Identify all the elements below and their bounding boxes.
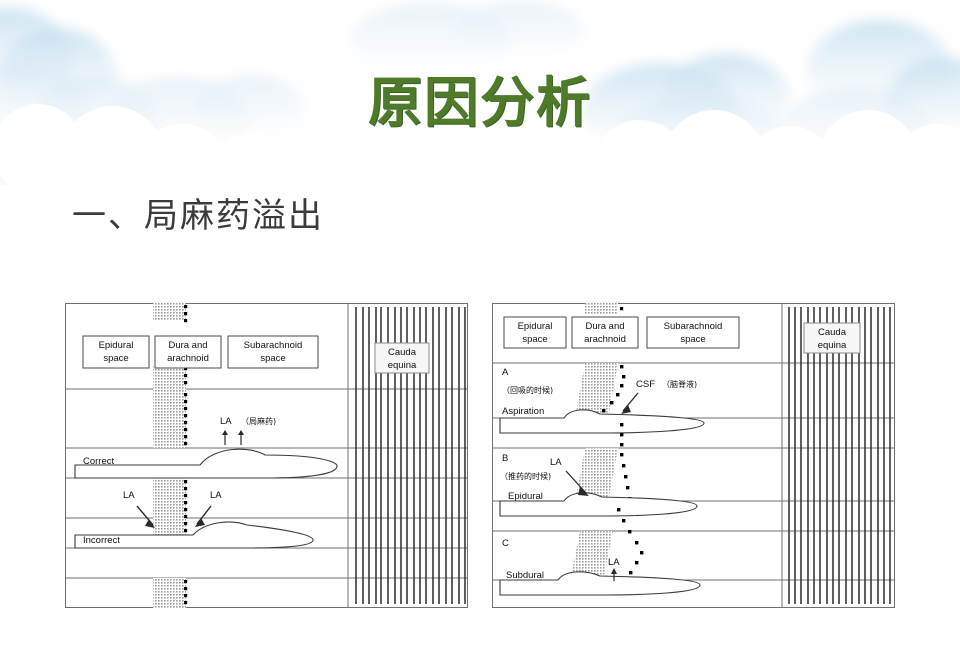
subarachnoid-label-line1: Subarachnoid — [244, 340, 303, 351]
row-c-label: Subdural — [506, 570, 544, 581]
dura-dotted-line-left — [184, 305, 188, 605]
right-region-label-boxes: Epidural space Dura and arachnoid Subara… — [503, 316, 861, 354]
la-label-incorrect-left: LA — [123, 490, 135, 501]
subarachnoid-space-box — [227, 335, 319, 369]
dura-band-a — [575, 363, 618, 418]
cauda-label-line2-right: equina — [818, 340, 847, 351]
row-b-note-cn: （推药的时候) — [500, 471, 551, 481]
row-c-subdural: C Subdural LA — [499, 508, 701, 596]
la-pointer-arrow-b — [565, 470, 589, 496]
left-region-label-boxes: Epidural space Dura and arachnoid Subara… — [82, 335, 430, 374]
la-arrow-c — [611, 568, 617, 581]
la-arrow-incorrect-right — [195, 505, 212, 527]
incorrect-row-label: Incorrect — [83, 535, 120, 546]
cauda-label-line1: Cauda — [388, 347, 417, 358]
epidural-space-box — [82, 335, 150, 369]
epidural-label-line2: space — [103, 353, 128, 364]
row-incorrect: LA LA Incorrect — [74, 490, 314, 549]
row-b-epidural: B （推药的时候) Epidural LA — [499, 423, 698, 517]
dura-arachnoid-box-right — [571, 316, 639, 349]
catheter-incorrect — [74, 521, 314, 549]
dura-band-c — [570, 531, 613, 580]
diagram-right-panel: Epidural space Dura and arachnoid Subara… — [492, 303, 895, 608]
epidural-label-line2-right: space — [522, 334, 547, 345]
row-b-label: Epidural — [508, 491, 543, 502]
cauda-label-line1-right: Cauda — [818, 327, 847, 338]
csf-label: CSF — [636, 379, 655, 390]
row-a-letter: A — [502, 367, 509, 378]
row-a-note-cn: （回吸的时候) — [502, 385, 553, 395]
dura-label-line1-right: Dura and — [585, 321, 624, 332]
page-title: 原因分析 — [368, 73, 592, 133]
dura-band-b — [575, 448, 618, 501]
catheter-a — [499, 409, 705, 434]
la-label-c: LA — [608, 557, 620, 568]
epidural-space-box-right — [503, 316, 567, 349]
subarachnoid-label-line1-right: Subarachnoid — [664, 321, 723, 332]
catheter-correct — [74, 448, 338, 479]
dura-label-line2: arachnoid — [167, 353, 209, 364]
row-correct: LA （局麻药) Correct — [74, 416, 338, 479]
cauda-label-line2: equina — [388, 360, 417, 371]
dura-arachnoid-box — [154, 335, 222, 369]
csf-pointer-arrow — [621, 392, 639, 414]
epidural-label-line1: Epidural — [99, 340, 134, 351]
cauda-equina-stripes-right — [781, 303, 891, 608]
correct-row-label: Correct — [83, 456, 115, 467]
cauda-equina-box-right — [803, 322, 861, 354]
dura-dot-top-right — [620, 307, 624, 311]
la-arrow-incorrect-left — [136, 505, 155, 528]
la-label-b: LA — [550, 457, 562, 468]
la-label-incorrect-right: LA — [210, 490, 222, 501]
cauda-equina-box — [374, 342, 430, 374]
row-c-letter: C — [502, 538, 509, 549]
row-b-letter: B — [502, 453, 508, 464]
row-a-label: Aspiration — [502, 406, 544, 417]
la-arrows-correct — [222, 430, 244, 445]
epidural-label-line1-right: Epidural — [518, 321, 553, 332]
section-heading: 一、局麻药溢出 — [72, 197, 324, 235]
subarachnoid-label-line2: space — [260, 353, 285, 364]
dura-stub-top-right — [585, 303, 618, 315]
row-a-aspiration: A （回吸的时候) Aspiration CSF （脑脊液) — [499, 363, 705, 434]
subarachnoid-space-box-right — [646, 316, 740, 349]
dura-label-line1: Dura and — [168, 340, 207, 351]
csf-label-cn: （脑脊液) — [662, 379, 697, 389]
la-label-correct: LA — [220, 416, 232, 427]
subarachnoid-label-line2-right: space — [680, 334, 705, 345]
catheter-c — [499, 571, 701, 596]
diagram-left-panel: Epidural space Dura and arachnoid Subara… — [65, 303, 468, 608]
la-label-correct-cn: （局麻药) — [241, 416, 276, 426]
dura-label-line2-right: arachnoid — [584, 334, 626, 345]
